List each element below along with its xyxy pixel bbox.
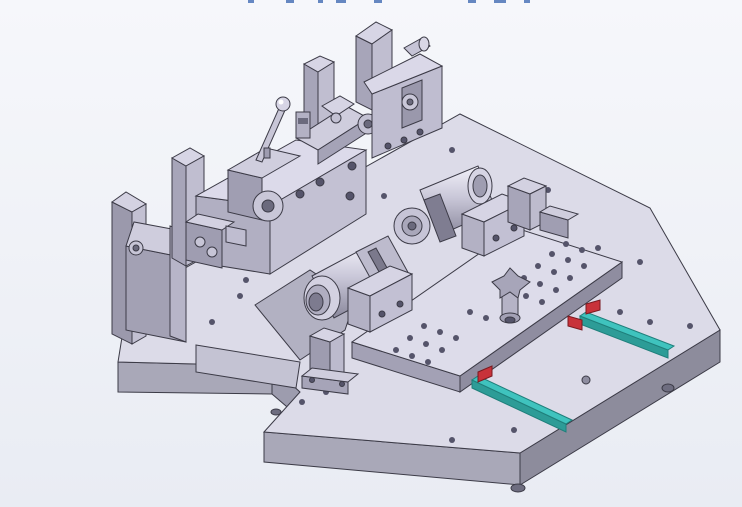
left-uprights xyxy=(170,55,336,267)
rail-blocks xyxy=(477,299,601,383)
right-high-clamp xyxy=(355,21,444,159)
toggle-lever xyxy=(255,96,291,163)
clamp-arm xyxy=(295,95,379,165)
workpiece-left xyxy=(303,235,414,333)
plate-holes xyxy=(393,241,591,385)
lower-mounting-plate xyxy=(350,227,624,393)
base-feet xyxy=(270,383,675,493)
star-knob xyxy=(491,267,531,324)
front-pin-block xyxy=(300,327,360,395)
left-clamp-block xyxy=(111,191,189,345)
linear-rails xyxy=(470,311,676,433)
right-back-support xyxy=(506,177,580,239)
middle-clamp-body xyxy=(184,139,368,275)
toolbar-artifacts xyxy=(248,0,530,3)
